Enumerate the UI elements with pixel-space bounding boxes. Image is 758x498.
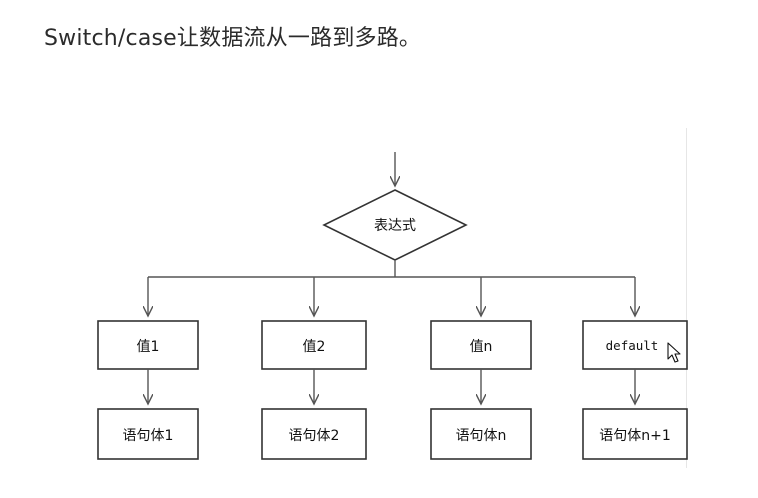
case-value-box xyxy=(430,320,532,370)
statement-label: 语句体1 xyxy=(123,428,174,444)
case-value-label: 值2 xyxy=(303,339,326,355)
statement-label: 语句体n xyxy=(456,428,507,444)
case-value-box xyxy=(97,320,199,370)
statement-box xyxy=(97,408,199,460)
statement-box xyxy=(582,408,688,460)
mouse-pointer-icon xyxy=(667,342,681,363)
statement-label: 语句体n+1 xyxy=(599,428,671,444)
statement-box xyxy=(430,408,532,460)
statement-label: 语句体2 xyxy=(289,428,340,444)
default-case-label: default xyxy=(606,338,659,353)
diagram-frame xyxy=(74,128,687,468)
case-value-label: 值1 xyxy=(137,339,160,355)
case-value-label: 值n xyxy=(470,339,493,355)
page-heading: Switch/case让数据流从一路到多路。 xyxy=(44,26,422,51)
condition-label: 表达式 xyxy=(374,218,416,234)
statement-box xyxy=(261,408,367,460)
